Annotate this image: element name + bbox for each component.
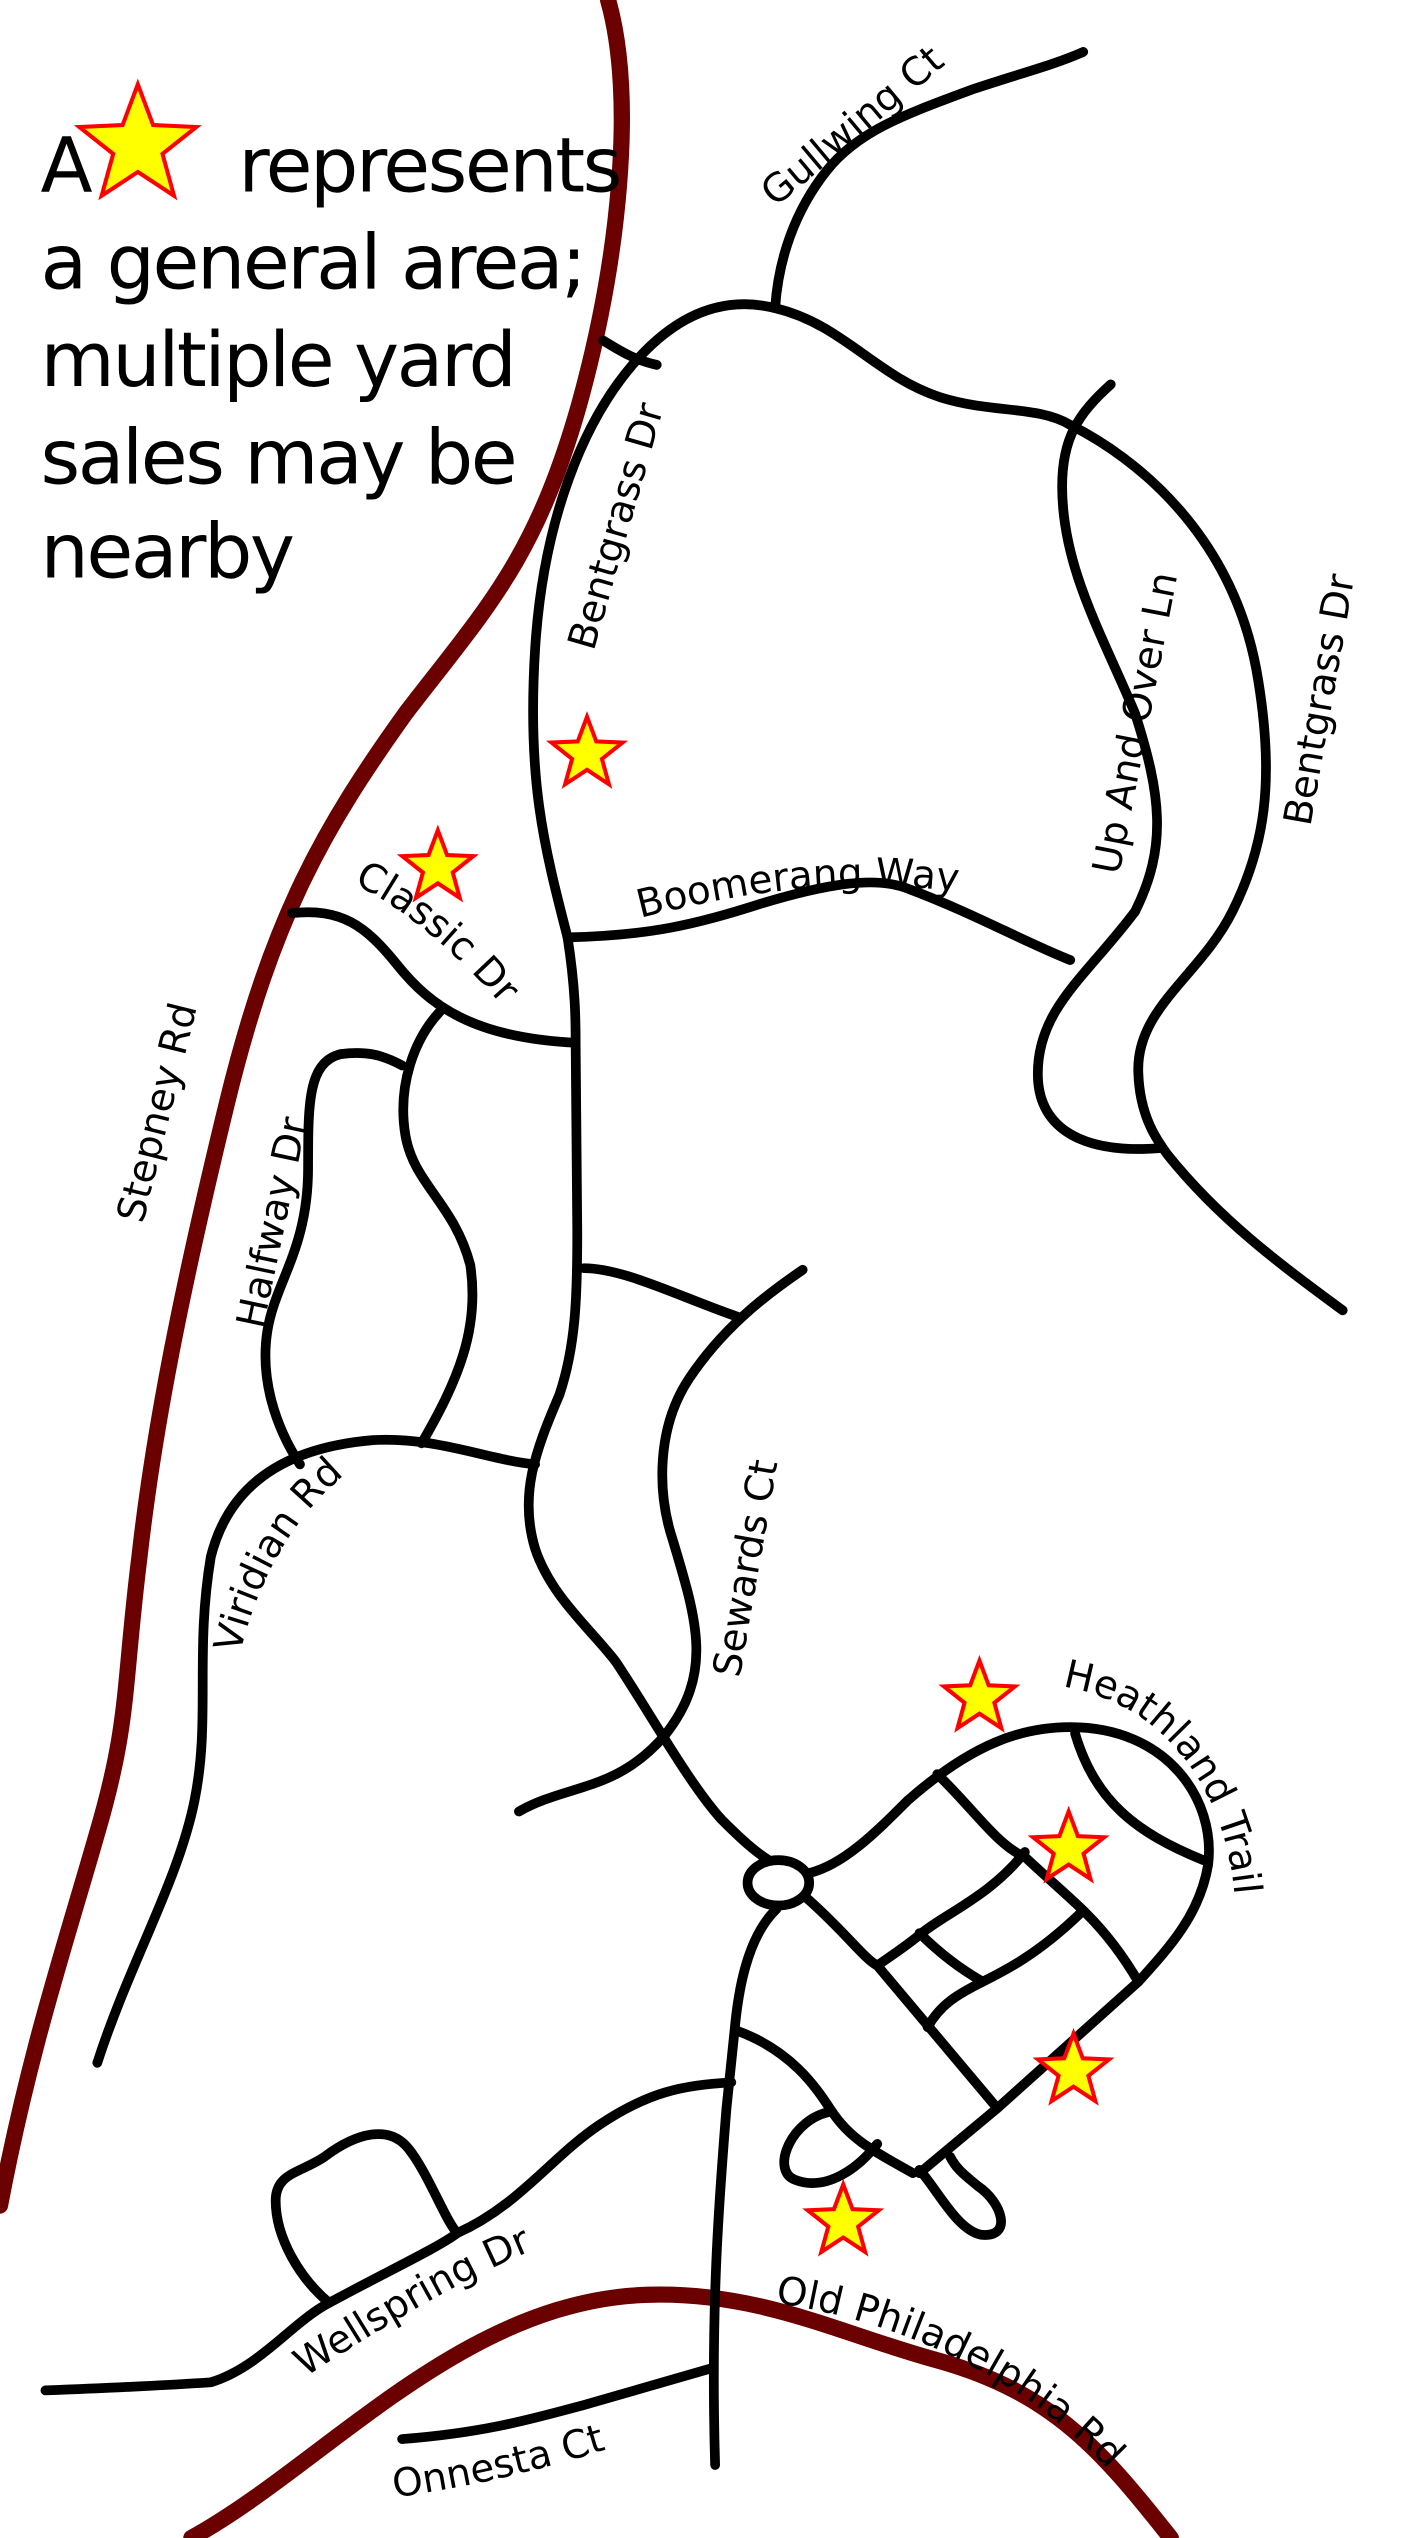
inner-road-b-line [872,1847,1030,1971]
legend: A represents a general area; multiple ya… [41,78,1115,2257]
label-up-and-over-ln: Up And Over Ln [1085,568,1188,877]
label-stepney-rd: Stepney Rd [109,998,207,1227]
up-and-over-ln-line [1032,379,1165,1154]
boomerang-way-line [562,877,1076,965]
onnesta-ct-line [397,2362,719,2444]
label-boomerang-way: Boomerang Way [632,851,962,928]
yard-sale-star-icon [1027,1805,1110,1884]
legend-line-1-suffix: represents [238,120,620,209]
classic-dr-line [287,907,581,1048]
wellspring-dr-line [40,2077,737,2396]
spur-line [598,335,662,370]
viridian-rd-line [92,1434,540,2068]
legend-star-icon [73,78,202,201]
label-viridian-rd: Viridian Rd [206,1449,351,1657]
legend-line-4: sales may be [41,412,516,501]
inner-road-a-line [932,1769,1144,1987]
label-sewards-ct: Sewards Ct [705,1456,787,1680]
legend-line-1-prefix: A [41,120,93,209]
sewards-connector-line [578,1263,743,1322]
connector-line [398,1003,478,1449]
yard-sale-star-icon [938,1654,1021,1733]
yard-sale-star-icon [802,2178,885,2257]
south-road-line [708,1903,782,2470]
label-bentgrass-dr-east: Bentgrass Dr [1276,571,1364,829]
yard-sale-star-icon [545,711,629,789]
diagonal-road-line [801,1892,1003,2114]
wellspring-spur-line [270,2129,463,2308]
inner-road-d-line [922,1908,1085,2033]
legend-line-2: a general area; [41,218,585,307]
main-road-line [523,932,774,1865]
inner-road-c-line [914,1928,988,1987]
yard-sale-star-icon [1032,2027,1115,2106]
small-loop-line [779,2106,883,2188]
stepney-rd-line [0,0,630,2214]
yard-sale-star-icon [396,824,479,903]
old-philadelphia-rd-line [183,2286,1179,2538]
heathland-arc-line [1070,1728,1209,1865]
legend-line-3: multiple yard [41,315,515,404]
bentgrass-loop-line [528,299,1348,1316]
heathland-trail-line [804,1722,1214,2178]
gullwing-ct-line [770,47,1089,313]
sewards-ct-line [514,1264,808,1817]
cul-de-sac-loop-line [914,2152,1006,2240]
legend-line-5: nearby [41,506,293,595]
local-roads [40,47,1348,2470]
halfway-dr-line [260,1048,408,1470]
label-gullwing-ct: Gullwing Ct [753,37,953,215]
roundabout [742,1855,815,1911]
south-branch-line [731,2025,918,2178]
